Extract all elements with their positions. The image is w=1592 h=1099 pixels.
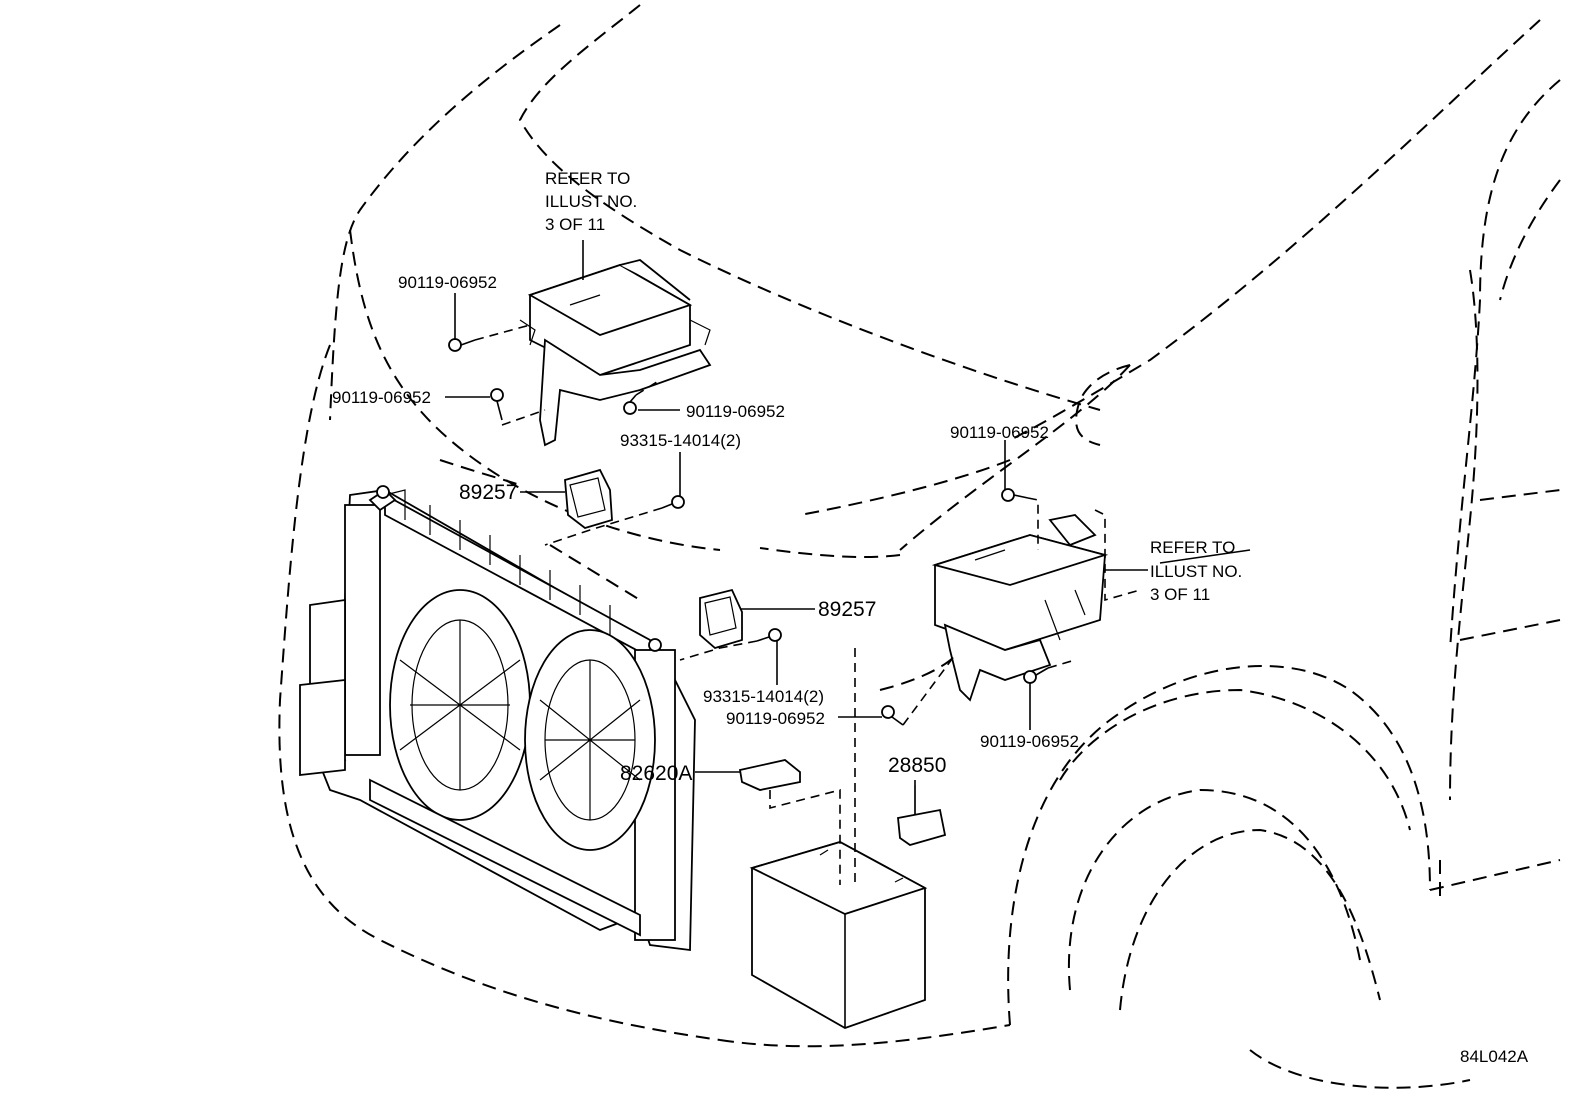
- part-label-90119-top: 90119-06952: [398, 273, 497, 292]
- refer-right-line-3: 3 OF 11: [1150, 585, 1210, 604]
- junction-block-right: [931, 514, 1109, 702]
- refer-right-line-1: REFER TO: [1150, 538, 1235, 557]
- sensor-28850: [897, 785, 947, 846]
- sensor-89257-upper: [564, 468, 613, 529]
- refer-top-line-2: ILLUST NO.: [545, 192, 637, 211]
- vehicle-body-outline: [278, 4, 1561, 1089]
- refer-top-line-3: 3 OF 11: [545, 215, 605, 234]
- part-label-90119-lower: 90119-06952: [726, 709, 825, 728]
- part-label-28850: 28850: [888, 754, 946, 777]
- relay-box-upper: [519, 259, 712, 447]
- part-label-82620a: 82620A: [620, 762, 692, 785]
- part-label-89257-lower: 89257: [818, 598, 876, 621]
- part-label-93315-upper: 93315-14014(2): [620, 431, 741, 450]
- refer-note-top: REFER TO ILLUST NO. 3 OF 11: [545, 169, 637, 234]
- refer-top-line-1: REFER TO: [545, 169, 630, 188]
- part-label-90119-right-top: 90119-06952: [950, 423, 1049, 442]
- refer-note-right: REFER TO ILLUST NO. 3 OF 11: [1150, 538, 1242, 604]
- alignment-lines: [474, 324, 1141, 885]
- part-label-89257-upper: 89257: [459, 481, 517, 504]
- part-label-90119-right-bottom: 90119-06952: [980, 732, 1079, 751]
- leader-lines: [445, 240, 1251, 815]
- bolt-icons: [448, 338, 1049, 726]
- sensor-89257-lower: [699, 588, 743, 650]
- sensor-82620a: [738, 759, 801, 791]
- part-label-93315-lower: 93315-14014(2): [703, 687, 824, 706]
- refer-right-line-2: ILLUST NO.: [1150, 562, 1242, 581]
- part-label-90119-mid: 90119-06952: [686, 402, 785, 421]
- radiator-fan-assembly: [299, 485, 696, 952]
- battery: [749, 841, 928, 1029]
- illustration-code: 84L042A: [1460, 1047, 1529, 1066]
- part-label-90119-left: 90119-06952: [332, 388, 431, 407]
